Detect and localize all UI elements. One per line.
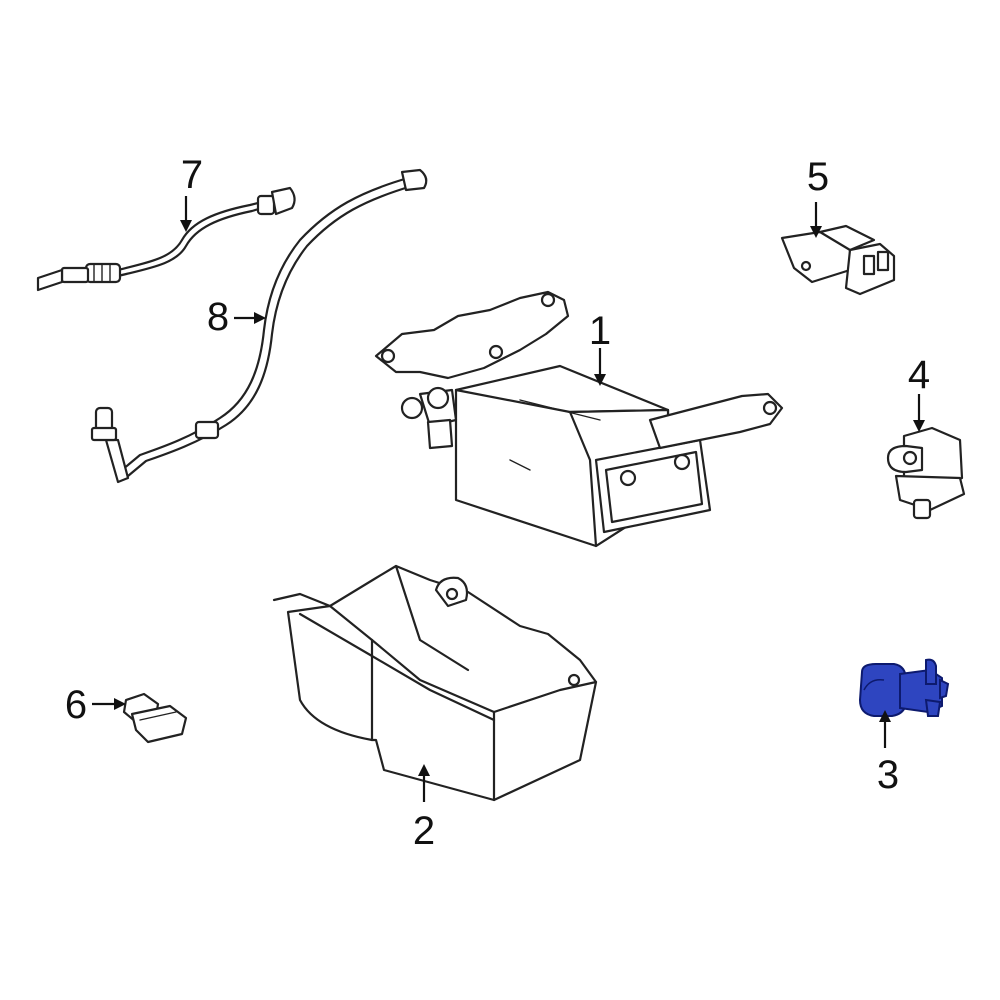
arrow-5 <box>810 202 822 238</box>
arrow-2 <box>418 764 430 802</box>
callout-4: 4 <box>908 353 930 397</box>
callout-3: 3 <box>877 753 899 797</box>
arrow-1 <box>594 348 606 386</box>
callout-5: 5 <box>807 155 829 199</box>
callout-7: 7 <box>181 153 203 197</box>
arrow-4 <box>913 394 925 432</box>
part-3-vacuum-valve[interactable] <box>858 658 950 717</box>
callout-8: 8 <box>207 295 229 339</box>
part-6-clip[interactable] <box>122 692 188 744</box>
arrow-8 <box>234 312 266 324</box>
part-8-oxygen-sensor[interactable] <box>90 168 428 484</box>
callout-2: 2 <box>413 809 435 853</box>
arrow-7 <box>180 196 192 232</box>
callout-6: 6 <box>65 683 87 727</box>
arrow-3 <box>879 710 891 748</box>
callout-1: 1 <box>589 309 611 353</box>
arrow-6 <box>92 698 126 710</box>
part-1-charcoal-canister[interactable] <box>374 290 784 548</box>
part-2-canister-shield[interactable] <box>272 564 598 802</box>
part-4-valve[interactable] <box>886 426 966 520</box>
part-7-oxygen-sensor[interactable] <box>36 186 296 292</box>
part-5-sensor[interactable] <box>780 224 896 296</box>
